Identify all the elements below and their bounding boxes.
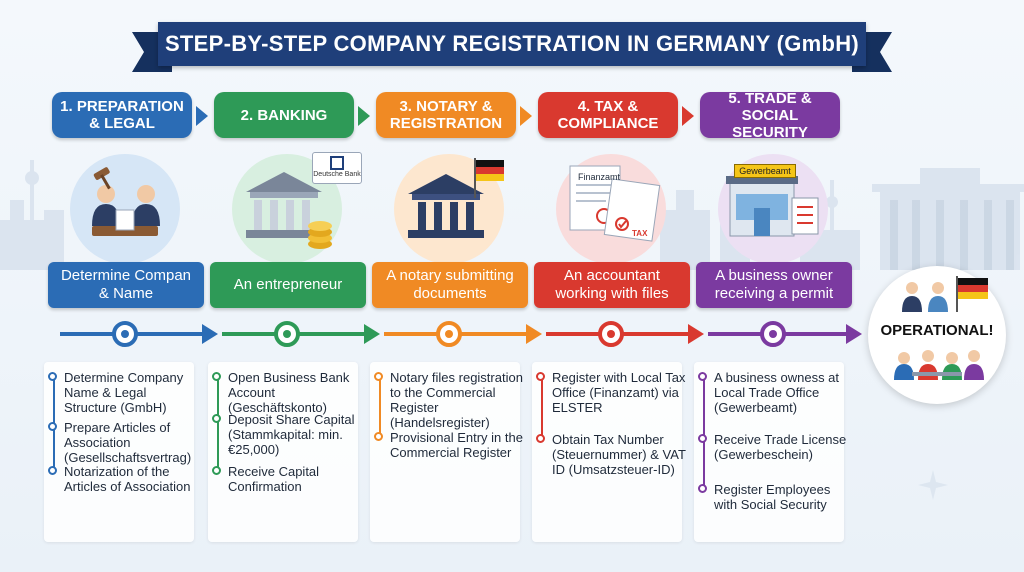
steps-rail (703, 374, 705, 486)
bullet-icon (374, 372, 383, 381)
stage-4-header: 4. TAX & COMPLIANCE (538, 92, 678, 138)
bank-logo-icon (330, 156, 344, 170)
step-item: Receive Trade License (Gewerbeschein) (698, 432, 850, 462)
bullet-icon (48, 372, 57, 381)
step-item: Register Employees with Social Security (698, 482, 850, 512)
stage-3-steps-card (370, 362, 520, 542)
step-item: Prepare Articles of Association (Gesells… (48, 420, 200, 465)
arrow-right-icon (196, 106, 208, 126)
step-item: Open Business Bank Account (Geschäftskon… (212, 370, 364, 415)
page-title: STEP-BY-STEP COMPANY REGISTRATION IN GER… (158, 22, 866, 66)
stage-5-header: 5. TRADE & SOCIAL SECURITY (700, 90, 840, 141)
step-item: Receive Capital Confirmation (212, 464, 364, 494)
courthouse-flag-icon (394, 154, 504, 264)
tax-document-title: Finanzamt (577, 172, 621, 182)
timeline-node-3 (436, 321, 462, 347)
tax-documents-icon (556, 154, 666, 264)
step-item: Determine Company Name & Legal Structure… (48, 370, 200, 415)
bullet-icon (698, 434, 707, 443)
bullet-icon (374, 432, 383, 441)
tax-document-tag: TAX (632, 229, 648, 238)
bullet-icon (212, 414, 221, 423)
stage-5-steps-card (694, 362, 844, 542)
step-item: Notary files registration to the Commerc… (374, 370, 526, 430)
bullet-icon (536, 372, 545, 381)
arrow-right-icon (358, 106, 370, 126)
stage-1-header: 1. PREPARATION & LEGAL (52, 92, 192, 138)
stage-2-description: An entrepreneur (210, 262, 366, 308)
arrow-right-icon (520, 106, 532, 126)
step-item: Notarization of the Articles of Associat… (48, 464, 200, 494)
step-item: Deposit Share Capital (Stammkapital: min… (212, 412, 364, 457)
stage-5-description: A business owner receiving a permit (696, 262, 852, 308)
city-skyline-illustration (0, 160, 1024, 270)
timeline-node-4 (598, 321, 624, 347)
step-item: A business owness at Local Trade Office … (698, 370, 850, 415)
stage-3-description: A notary submitting documents (372, 262, 528, 308)
steps-rail (541, 374, 543, 438)
stage-4-steps-card (532, 362, 682, 542)
bullet-icon (536, 434, 545, 443)
step-item: Register with Local Tax Office (Finanzam… (536, 370, 688, 415)
timeline-arrow-icon (526, 324, 542, 344)
bullet-icon (48, 466, 57, 475)
bullet-icon (212, 372, 221, 381)
bullet-icon (698, 372, 707, 381)
bank-sign-label: Deutsche Bank (313, 171, 361, 178)
step-item: Provisional Entry in the Commercial Regi… (374, 430, 526, 460)
stage-4-description: An accountant working with files (534, 262, 690, 308)
step-item: Obtain Tax Number (Steuernummer) & VAT I… (536, 432, 688, 477)
timeline-node-5 (760, 321, 786, 347)
steps-rail (379, 374, 381, 438)
notary-meeting-icon (70, 154, 180, 264)
timeline-arrow-icon (846, 324, 862, 344)
bullet-icon (698, 484, 707, 493)
trade-office-sign: Gewerbeamt (734, 164, 796, 178)
timeline-arrow-icon (364, 324, 380, 344)
timeline-arrow-icon (202, 324, 218, 344)
stage-2-steps-card (208, 362, 358, 542)
timeline-node-2 (274, 321, 300, 347)
timeline-node-1 (112, 321, 138, 347)
bullet-icon (48, 422, 57, 431)
stage-3-header: 3. NOTARY & REGISTRATION (376, 92, 516, 138)
steps-rail (217, 374, 219, 474)
sparkle-icon (918, 470, 948, 500)
bullet-icon (212, 466, 221, 475)
arrow-right-icon (682, 106, 694, 126)
stage-1-description: Determine Compan & Name (48, 262, 204, 308)
stage-2-header: 2. BANKING (214, 92, 354, 138)
operational-label: OPERATIONAL! (880, 322, 994, 339)
stage-1-steps-card (44, 362, 194, 542)
bank-sign: Deutsche Bank (312, 152, 362, 184)
team-celebration-icon (868, 266, 1006, 404)
timeline-arrow-icon (688, 324, 704, 344)
